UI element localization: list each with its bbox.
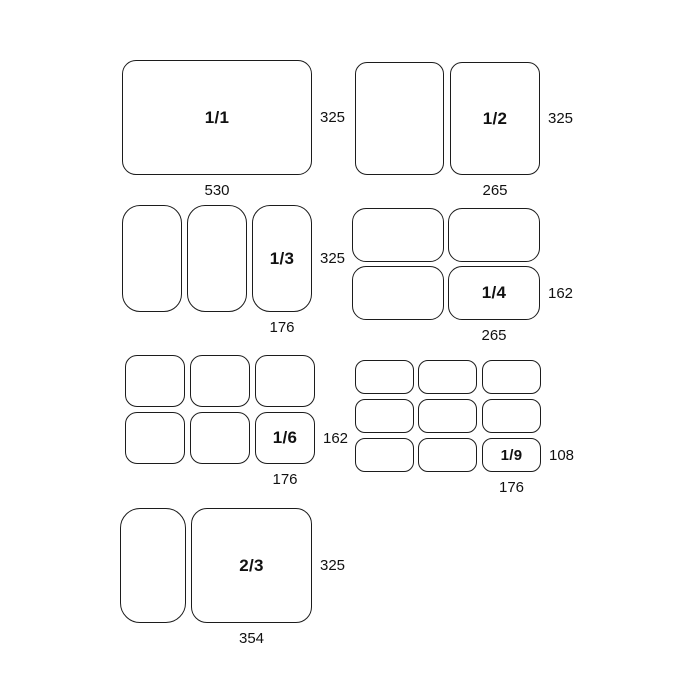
pan-cell <box>187 205 247 312</box>
pan-size-label-2-3: 2/3 <box>239 555 264 575</box>
pan-cell <box>418 360 477 394</box>
pan-cell <box>190 355 250 407</box>
pan-cell <box>352 208 444 262</box>
dim-width-gn-1-6: 176 <box>272 471 298 488</box>
pan-gn-1-9: 1/9 <box>482 438 541 472</box>
pan-cell <box>418 438 477 472</box>
pan-gn-1-3: 1/3 <box>252 205 312 312</box>
dim-width-gn-1-9: 176 <box>498 479 525 496</box>
pan-size-label-1-3: 1/3 <box>269 248 295 268</box>
pan-gn-2-3: 2/3 <box>191 508 312 623</box>
pan-cell <box>355 399 414 433</box>
pan-cell <box>355 360 414 394</box>
dim-width-gn-1-4: 265 <box>481 327 507 344</box>
pan-cell <box>482 360 541 394</box>
pan-cell <box>418 399 477 433</box>
pan-size-label-1-1: 1/1 <box>204 107 230 127</box>
pan-size-label-1-6: 1/6 <box>272 428 298 447</box>
pan-size-label-1-2: 1/2 <box>482 108 508 128</box>
dim-height-gn-1-6: 162 <box>323 429 349 447</box>
dim-width-gn-2-3: 354 <box>238 630 265 647</box>
dim-height-gn-2-3: 325 <box>320 557 346 574</box>
pan-size-label-1-4: 1/4 <box>481 283 507 302</box>
dim-height-gn-1-2: 325 <box>548 110 574 127</box>
panel-gn-1-4: 1/4 162 265 <box>352 208 573 344</box>
panel-gn-1-6: 1/6 162 176 <box>125 355 348 488</box>
pan-cell <box>122 205 182 312</box>
dim-height-gn-1-1: 325 <box>320 109 346 126</box>
pan-cell <box>125 355 185 407</box>
pan-cell <box>355 62 444 175</box>
dim-width-gn-1-2: 265 <box>482 182 508 199</box>
pan-gn-1-2: 1/2 <box>450 62 540 175</box>
pan-size-label-1-9: 1/9 <box>500 446 523 464</box>
pan-cell <box>125 412 185 464</box>
pan-cell <box>448 208 540 262</box>
pan-gn-1-6: 1/6 <box>255 412 315 464</box>
panel-gn-1-1: 1/1 325 530 <box>122 60 345 199</box>
pan-cell <box>355 438 414 472</box>
pan-cell <box>482 399 541 433</box>
dim-height-gn-1-3: 325 <box>320 250 346 267</box>
pan-gn-1-4: 1/4 <box>448 266 540 320</box>
panel-gn-2-3: 2/3 325 354 <box>120 508 345 647</box>
panel-gn-1-2: 1/2 325 265 <box>355 62 573 199</box>
pan-cell <box>190 412 250 464</box>
dim-width-gn-1-1: 530 <box>204 182 230 199</box>
dim-width-gn-1-3: 176 <box>269 319 295 336</box>
panel-gn-1-9: 1/9 108 176 <box>355 360 574 496</box>
dim-height-gn-1-4: 162 <box>548 284 574 302</box>
panel-gn-1-3: 1/3 325 176 <box>122 205 345 336</box>
pan-cell <box>120 508 186 623</box>
pan-cell <box>255 355 315 407</box>
pan-cell <box>352 266 444 320</box>
pan-gn-1-1: 1/1 <box>122 60 312 175</box>
dim-height-gn-1-9: 108 <box>549 446 575 464</box>
